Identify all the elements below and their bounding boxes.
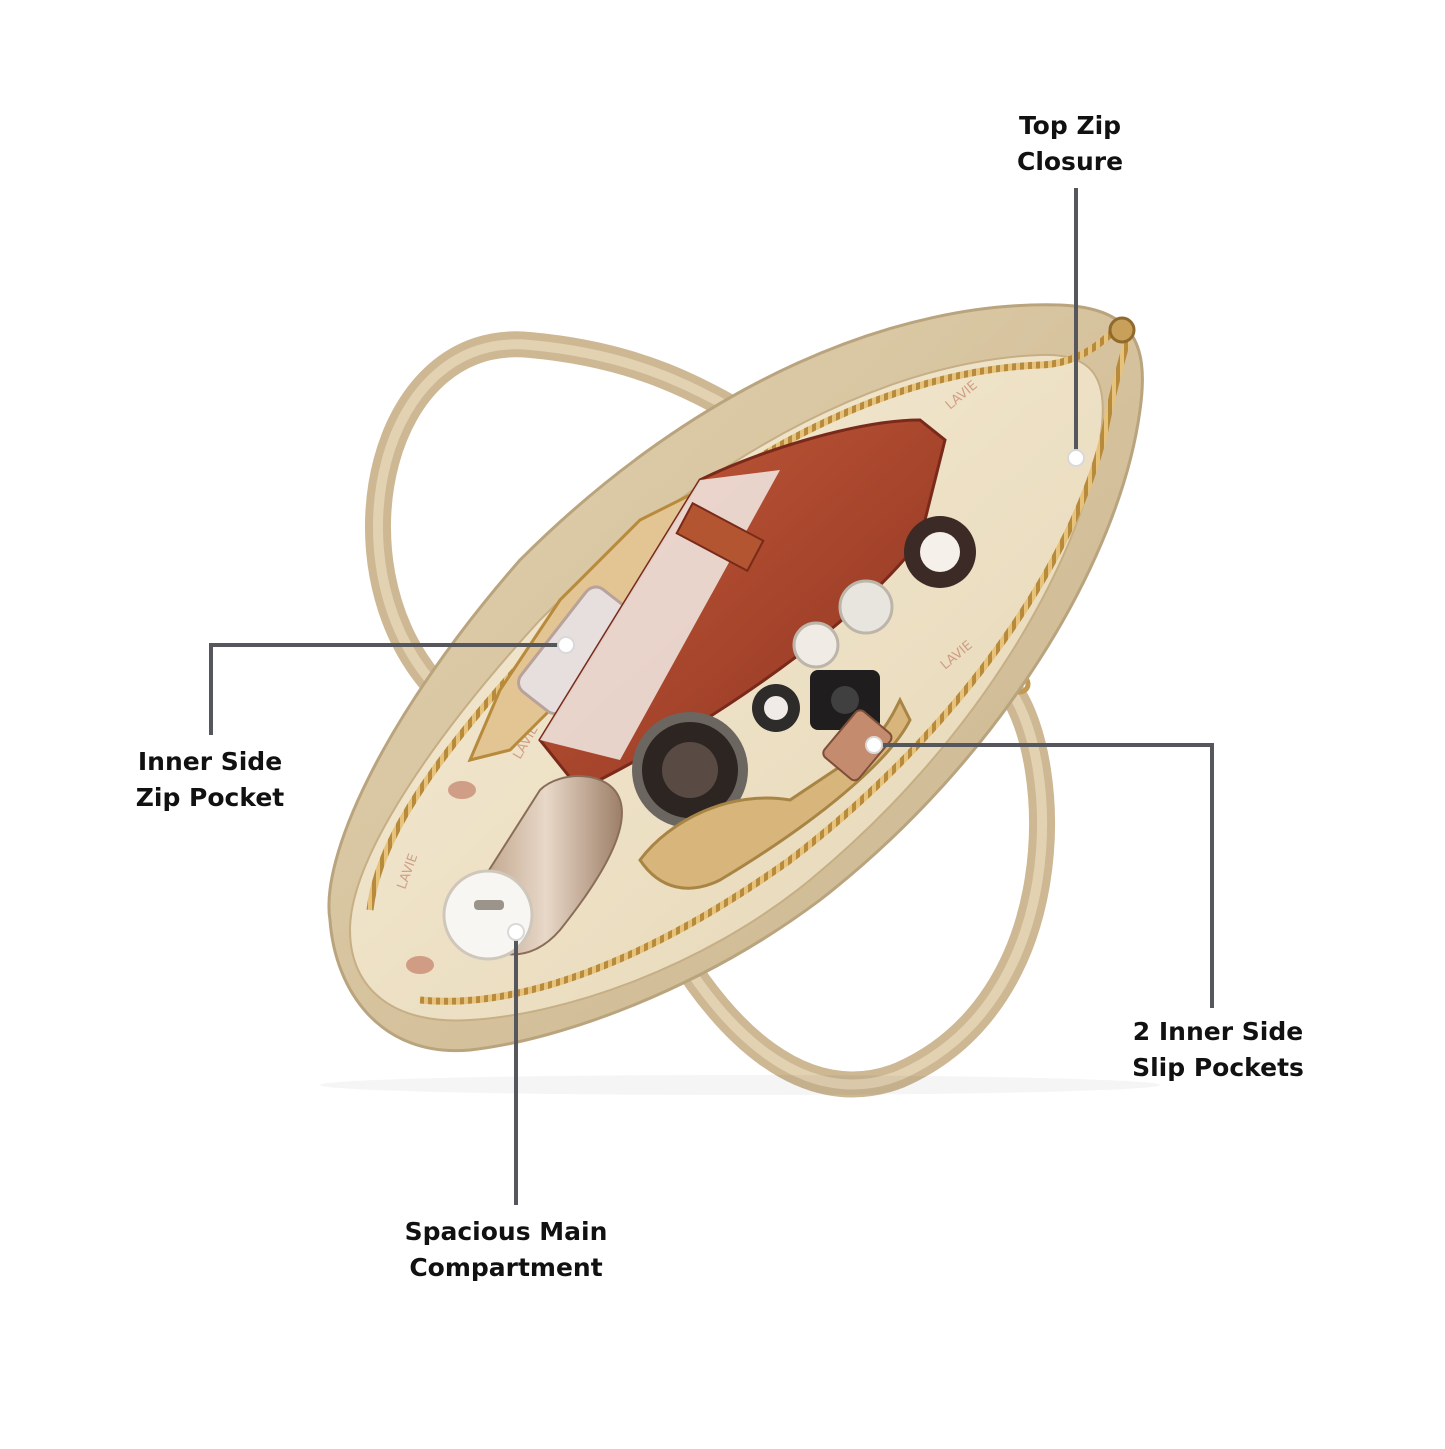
- callout-line: Compartment: [409, 1253, 603, 1282]
- callout-line: Zip Pocket: [135, 783, 285, 812]
- tin-can: [632, 712, 748, 828]
- callout-dot-slip: [865, 736, 883, 754]
- zip-pull: [1108, 316, 1136, 344]
- callout-inner-side-zip-pocket: Inner Side Zip Pocket: [105, 744, 315, 816]
- leader-line-inner-zip: [209, 643, 566, 735]
- notebook-strap: [675, 501, 765, 573]
- callout-line: Top Zip: [1018, 111, 1122, 140]
- callout-dot-main: [507, 923, 525, 941]
- leader-lines: [209, 188, 1214, 1205]
- callout-top-zip-closure: Top Zip Closure: [985, 108, 1155, 180]
- callout-dot-inner-zip: [557, 636, 575, 654]
- inner-slip-pockets: [638, 696, 912, 890]
- callout-line: Slip Pockets: [1132, 1053, 1304, 1082]
- callout-line: 2 Inner Side: [1132, 1017, 1304, 1046]
- leader-line-slip: [874, 743, 1214, 1008]
- callout-line: Spacious Main: [404, 1217, 608, 1246]
- callout-spacious-main-compartment: Spacious Main Compartment: [380, 1214, 632, 1286]
- callout-line: Closure: [1016, 147, 1124, 176]
- callout-line: Inner Side: [137, 747, 283, 776]
- callout-dot-top-zip: [1067, 449, 1085, 467]
- callout-dots: [507, 449, 1085, 941]
- callout-inner-side-slip-pockets: 2 Inner Side Slip Pockets: [1100, 1014, 1336, 1086]
